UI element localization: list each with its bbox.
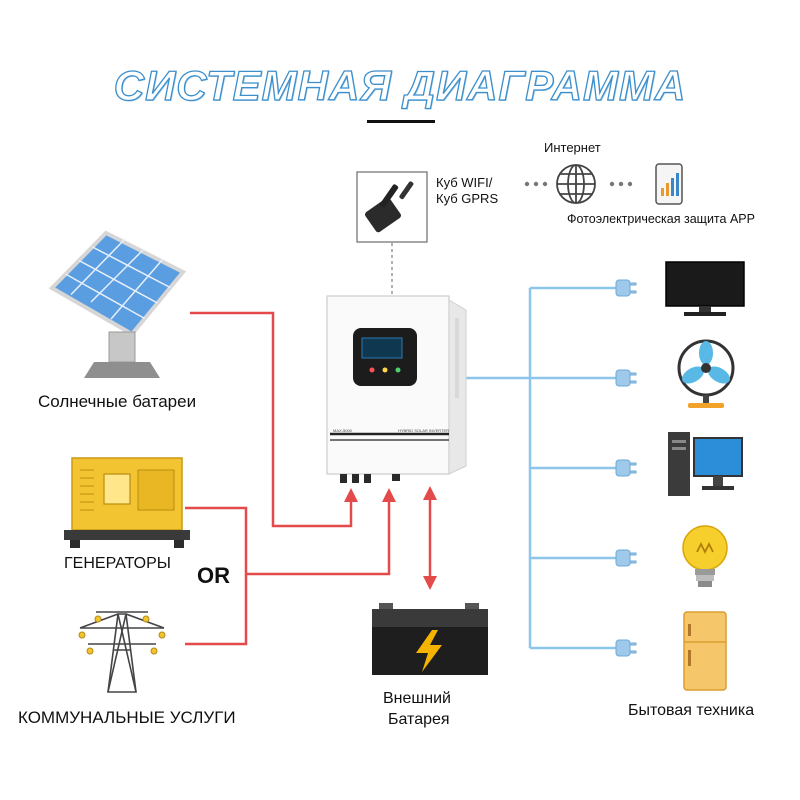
ac-wiring: [185, 311, 432, 646]
or-label: OR: [197, 563, 230, 588]
solar-label: Солнечные батареи: [38, 392, 197, 411]
tv-icon: [665, 261, 745, 316]
app-label: Фотоэлектрическая защита APP: [567, 212, 755, 226]
internet-label: Интернет: [544, 140, 601, 155]
ac-arrowheads: [344, 486, 437, 590]
battery-icon: [372, 603, 488, 675]
battery-label-line2: Батарея: [388, 711, 450, 728]
battery-label-line1: Внешний: [383, 690, 451, 707]
generators-label: ГЕНЕРАТОРЫ: [64, 555, 171, 572]
light-bulb-icon: [682, 525, 728, 587]
inverter-panel-text: HYBRID SOLAR INVERTER: [398, 428, 450, 433]
plug-icon: [615, 279, 637, 297]
plug-icon: [615, 459, 637, 477]
inverter-model: MAX-5000: [333, 428, 352, 433]
wifi-label-line1: Куб WIFI/: [436, 175, 493, 190]
plug-icon: [615, 639, 637, 657]
wifi-dongle-icon: [356, 171, 428, 243]
power-tower-icon: [78, 611, 166, 693]
plug-icons: [615, 279, 637, 657]
utility-label: КОММУНАЛЬНЫЕ УСЛУГИ: [18, 708, 236, 727]
fridge-icon: [683, 611, 727, 691]
globe-icon: [556, 164, 596, 204]
phone-app-icon: [655, 163, 683, 205]
inverter-icon: [326, 295, 467, 483]
wifi-label-line2: Куб GPRS: [436, 191, 499, 206]
plug-icon: [615, 549, 637, 567]
title-underline: [367, 120, 435, 123]
fan-icon: [677, 339, 735, 408]
generator-icon: [64, 457, 190, 548]
plug-icon: [615, 369, 637, 387]
computer-icon: [668, 432, 743, 496]
page-title: СИСТЕМНАЯ ДИАГРАММА: [113, 61, 687, 109]
appliances-label: Бытовая техника: [628, 702, 755, 719]
load-wiring: [466, 286, 618, 650]
network-dots: [524, 181, 633, 187]
solar-panel-icon: [48, 230, 187, 378]
